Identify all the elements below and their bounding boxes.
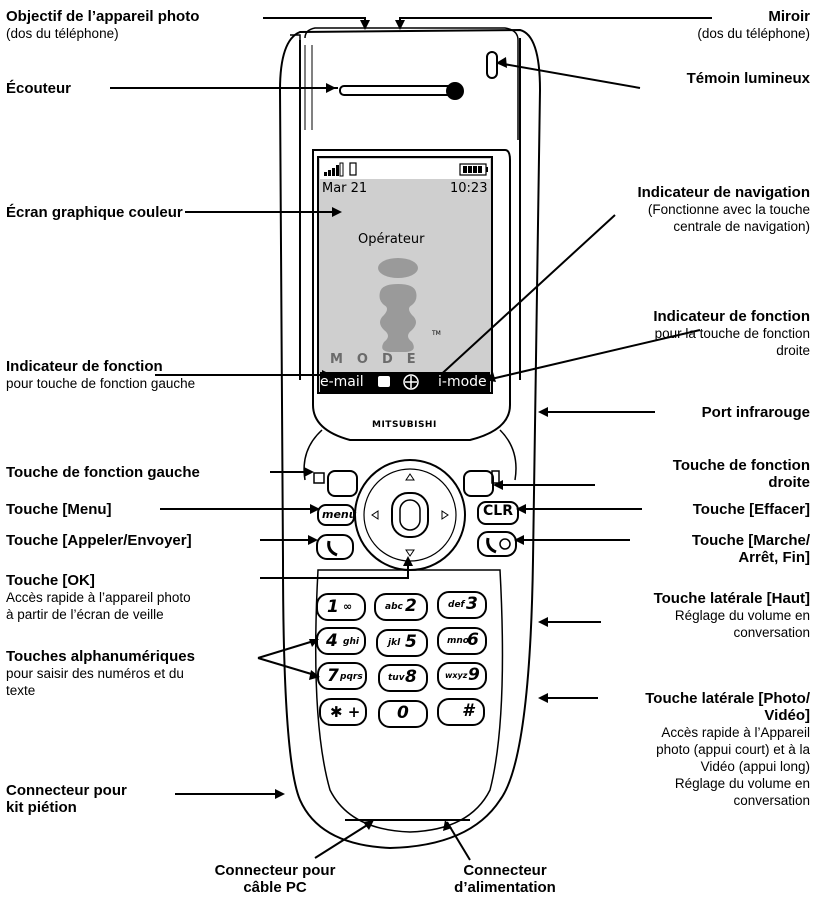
arrowheads — [275, 20, 548, 831]
nav-down-arrow-icon — [405, 549, 415, 557]
key-6[interactable] — [437, 627, 487, 655]
screen-time: 10:23 — [450, 181, 488, 196]
left-soft-key[interactable] — [327, 470, 358, 497]
soft-label-right: i-mode — [438, 374, 487, 390]
battery-icon — [459, 163, 488, 176]
key-9-sub: wxyz — [445, 671, 468, 680]
key-3[interactable] — [437, 591, 487, 619]
left-soft-key-icon — [313, 472, 325, 484]
key-1-label: 1 — [327, 597, 339, 617]
key-2[interactable] — [374, 593, 428, 621]
clr-key[interactable] — [477, 501, 519, 525]
key-hash-label: # — [462, 701, 474, 721]
leader-lines — [110, 17, 712, 861]
keypad — [316, 591, 487, 728]
key-5[interactable] — [376, 629, 428, 657]
imode-logo-body — [379, 284, 417, 352]
mail-mode-icon — [378, 376, 390, 387]
imode-status-icon — [349, 162, 357, 176]
label-call-key: Touche [Appeler/Envoyer] — [6, 532, 192, 549]
label-camera-lens: Objectif de l’appareil photo (dos du tél… — [6, 8, 200, 41]
key-0-label: 0 — [397, 703, 409, 723]
label-function-indicator-left: Indicateur de fonction pour touche de fo… — [6, 358, 196, 391]
clr-key-label: CLR — [483, 503, 513, 519]
key-5-sub: jkl — [388, 638, 401, 648]
label-menu-key: Touche [Menu] — [6, 501, 112, 518]
label-alpha-keys: Touches alphanumériques pour saisir des … — [6, 648, 195, 698]
label-mirror: Miroir (dos du téléphone) — [697, 8, 810, 41]
imode-logo-top — [378, 258, 418, 278]
key-6-sub: mno — [447, 636, 469, 646]
key-6-label: 6 — [467, 630, 479, 650]
nav-up-arrow-icon — [405, 473, 415, 481]
label-pc-connector: Connecteur pour câble PC — [214, 862, 336, 896]
key-0[interactable] — [378, 700, 428, 728]
label-clear-key: Touche [Effacer] — [692, 501, 810, 518]
status-bar — [320, 159, 490, 179]
screen-tm: TM — [432, 330, 441, 337]
key-5-label: 5 — [405, 632, 417, 652]
ok-key[interactable] — [391, 492, 429, 538]
label-earpiece: Écouteur — [6, 80, 72, 97]
key-2-label: 2 — [405, 596, 417, 616]
key-8-label: 8 — [405, 667, 417, 687]
label-nav-indicator: Indicateur de navigation (Fonctionne ave… — [637, 184, 810, 234]
earpiece — [339, 85, 456, 96]
call-key[interactable] — [316, 534, 354, 560]
key-3-sub: def — [448, 600, 465, 610]
brand-logo: MITSUBISHI — [372, 420, 437, 430]
call-handset-icon — [327, 540, 338, 557]
right-soft-key[interactable] — [463, 470, 494, 497]
key-7-label: 7 — [327, 666, 339, 686]
label-infrared-port: Port infrarouge — [701, 404, 810, 421]
key-1[interactable] — [316, 593, 366, 621]
menu-key[interactable] — [317, 504, 355, 526]
key-3-label: 3 — [466, 594, 478, 614]
label-right-soft-key: Touche de fonction droite — [672, 457, 810, 491]
key-8-sub: tuv — [388, 673, 405, 683]
label-left-soft-key: Touche de fonction gauche — [6, 464, 200, 481]
nav-left-arrow-icon — [371, 510, 379, 520]
label-power-key: Touche [Marche/ Arrêt, Fin] — [691, 532, 810, 566]
key-hash[interactable] — [437, 698, 485, 726]
label-function-indicator-right: Indicateur de fonction pour la touche de… — [653, 308, 810, 358]
label-indicator-light: Témoin lumineux — [686, 70, 810, 87]
label-side-photo-key: Touche latérale [Photo/ Vidéo] Accès rap… — [645, 690, 810, 808]
key-4-label: 4 — [326, 631, 338, 651]
screen-date: Mar 21 — [322, 181, 368, 196]
key-star[interactable] — [319, 698, 367, 726]
label-side-up-key: Touche latérale [Haut] Réglage du volume… — [653, 590, 810, 640]
screen-operator: Opérateur — [358, 232, 425, 247]
key-2-sub: abc — [385, 602, 403, 612]
indicator-light — [486, 51, 498, 79]
screen-mode-logo: MODE — [330, 352, 430, 367]
key-star-label: ✱ + — [330, 703, 361, 721]
menu-key-label: menu — [322, 508, 357, 521]
label-ok-key: Touche [OK] Accès rapide à l’appareil ph… — [6, 572, 191, 622]
power-icon — [499, 538, 511, 550]
key-9-label: 9 — [468, 665, 480, 685]
key-7-sub: pqrs — [340, 672, 363, 682]
key-8[interactable] — [378, 664, 428, 692]
key-9[interactable] — [437, 662, 487, 690]
key-4-sub: ghi — [343, 637, 359, 647]
soft-label-left: e-mail — [320, 374, 364, 390]
earpiece-dot — [446, 82, 464, 100]
power-handset-icon — [486, 537, 497, 554]
label-headset-connector: Connecteur pour kit piétion — [6, 782, 127, 816]
label-power-connector: Connecteur d’alimentation — [454, 862, 556, 896]
right-soft-key-icon — [491, 470, 500, 484]
label-color-screen: Écran graphique couleur — [6, 204, 183, 221]
nav-right-arrow-icon — [441, 510, 449, 520]
key-1-sub: ∞ — [343, 600, 353, 613]
signal-icon — [324, 162, 344, 177]
